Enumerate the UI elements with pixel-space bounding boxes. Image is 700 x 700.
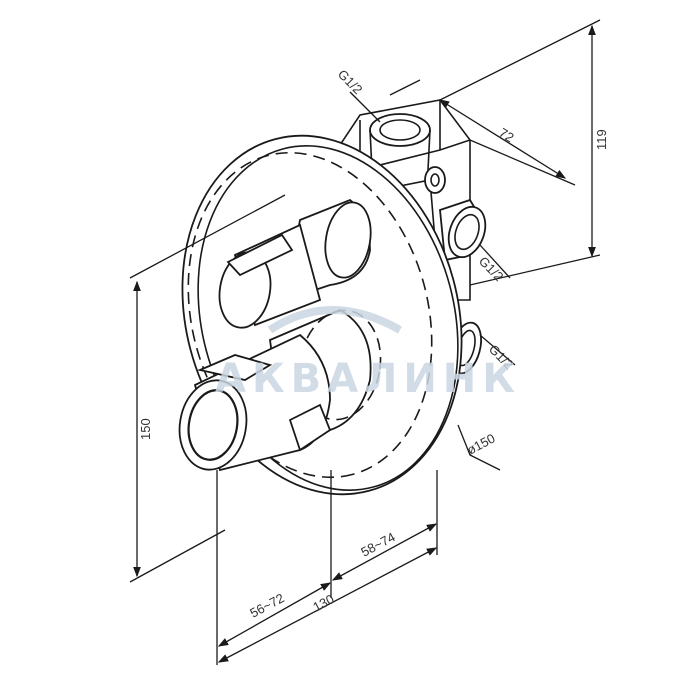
right-inlet-upper: [447, 205, 487, 259]
label-width-total: 130: [310, 591, 336, 614]
top-inlet: [369, 113, 431, 147]
label-width-left: 56~72: [247, 590, 286, 620]
label-plate-diameter: ø150: [464, 430, 497, 457]
label-height-plate: 150: [138, 418, 153, 440]
hidden-outline: [187, 151, 433, 479]
thermostat-knob: [178, 308, 382, 472]
label-height-body: 119: [594, 129, 609, 150]
dimensions: [129, 19, 601, 665]
diverter-handle: [218, 198, 372, 329]
watermark: АКВАЛИНК: [215, 356, 521, 402]
watermark-wave: [267, 306, 402, 334]
label-depth: 72: [496, 125, 516, 145]
